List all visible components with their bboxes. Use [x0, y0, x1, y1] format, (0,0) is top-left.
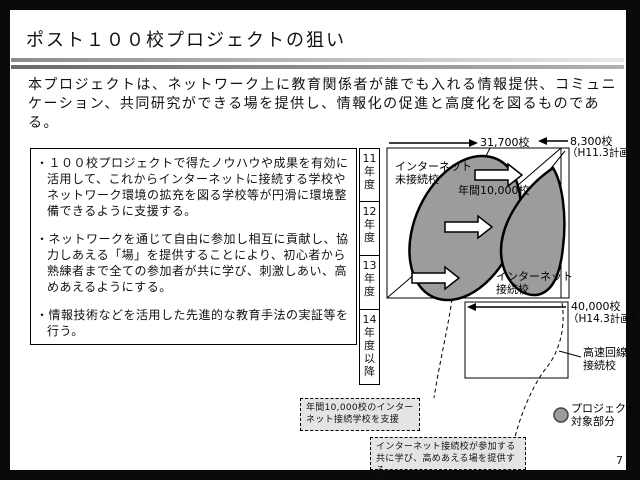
- highspeed-leader-line: [558, 350, 582, 358]
- label-count-total: 40,000校: [571, 300, 621, 313]
- schools-diagram: [386, 137, 582, 438]
- intro-paragraph: 本プロジェクトは、ネットワーク上に教育関係者が誰でも入れる情報提供、コミュニケー…: [28, 77, 617, 131]
- label-count-connected: 8,300校: [570, 135, 613, 148]
- highspeed-box: [464, 301, 569, 379]
- title-underline-bottom: [11, 65, 624, 69]
- year-axis-segment-13: 13年度: [359, 255, 380, 310]
- support-dashed-leader: [433, 298, 453, 399]
- year-axis-segment-14: 14年度以降: [359, 309, 380, 385]
- count-arrow-40000-head: [467, 303, 476, 311]
- count-arrow-top-head: [469, 139, 478, 147]
- title-underline-top: [11, 58, 624, 62]
- label-count-total-plan: （H14.3計画）: [568, 313, 640, 325]
- highspeed-dashed-curve: [514, 302, 564, 438]
- legend-circle-icon: [553, 407, 569, 423]
- progress-arrow-1: [474, 162, 524, 188]
- count-arrow-8300-head: [538, 137, 547, 145]
- objectives-box: ・１００校プロジェクトで得たノウハウや成果を有効に活用して、これからインターネッ…: [30, 148, 357, 345]
- label-annual-10000: 年間10,000校: [458, 184, 530, 197]
- year-axis-segment-11: 11年度: [359, 148, 380, 202]
- page-title: ポスト１００校プロジェクトの狙い: [26, 30, 346, 51]
- legend-project-scope-label: プロジェクト対象部分: [571, 402, 637, 428]
- label-count-unconnected: 31,700校: [480, 136, 530, 149]
- objective-item: ・１００校プロジェクトで得たノウハウや成果を有効に活用して、これからインターネッ…: [36, 156, 349, 218]
- label-highspeed-schools: 高速回線接続校: [583, 346, 627, 372]
- note-annual-support: 年間10,000校のインターネット接続学校を支援: [300, 398, 420, 431]
- objective-item: ・情報技術などを活用した先進的な教育手法の実証等を行う。: [36, 308, 349, 338]
- progress-arrow-3: [411, 265, 461, 291]
- year-axis-segment-12: 12年度: [359, 201, 380, 256]
- page-number: 7: [616, 454, 623, 467]
- presentation-slide: ポスト１００校プロジェクトの狙い 本プロジェクトは、ネットワーク上に教育関係者が…: [10, 10, 640, 476]
- note-learning-place: インターネット接続校が参加する共に学び、高めあえる場を提供する: [370, 437, 526, 476]
- label-unconnected-schools: インターネット未接続校: [395, 160, 472, 186]
- project-blob-connected: [499, 166, 566, 297]
- label-count-connected-plan: （H11.3計画）: [567, 147, 640, 159]
- label-connected-schools: インターネット接続校: [496, 270, 573, 296]
- objective-item: ・ネットワークを通じて自由に参加し相互に貢献し、協力しあえる「場」を提供すること…: [36, 232, 349, 294]
- progress-arrow-2: [444, 214, 494, 240]
